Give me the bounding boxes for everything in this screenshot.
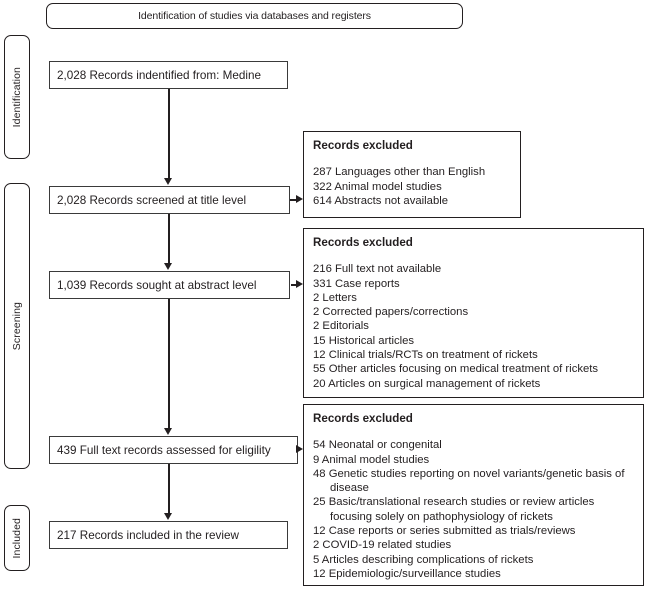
excluded-reason-item: 12 Epidemiologic/surveillance studies bbox=[313, 567, 501, 580]
excluded-reason-item: 331 Case reports bbox=[313, 277, 400, 290]
excluded-box-abstract-level-heading: Records excluded bbox=[313, 236, 413, 249]
stage-label-screening: Screening bbox=[4, 183, 30, 469]
excluded-reason-item: 216 Full text not available bbox=[313, 263, 442, 276]
excluded-reason-item: 15 Historical articles bbox=[313, 334, 415, 347]
flow-box-records-included: 217 Records included in the review bbox=[49, 521, 288, 549]
arrow-down-icon-to-sought bbox=[164, 263, 172, 270]
excluded-reason-item: 614 Abstracts not available bbox=[313, 194, 449, 207]
stage-label-identification: Identification bbox=[4, 35, 30, 159]
excluded-box-abstract-level: Records excluded 216 Full text not avail… bbox=[303, 228, 644, 398]
arrow-down-icon-to-screened bbox=[164, 178, 172, 185]
flow-box-records-sought-text: 1,039 Records sought at abstract level bbox=[57, 278, 257, 292]
excluded-reason-item: 287 Languages other than English bbox=[313, 166, 486, 179]
connector-line-screened-to-excluded-1 bbox=[290, 199, 297, 201]
arrow-right-icon-to-excluded-1 bbox=[296, 195, 303, 203]
connector-line-sought-to-excluded-2 bbox=[291, 284, 297, 286]
excluded-reason-item: 55 Other articles focusing on medical tr… bbox=[313, 363, 599, 376]
stage-label-screening-text: Screening bbox=[11, 301, 23, 351]
diagram-header-title: Identification of studies via databases … bbox=[138, 10, 371, 22]
stage-label-identification-text: Identification bbox=[11, 66, 23, 128]
arrow-down-icon-to-included bbox=[164, 513, 172, 520]
excluded-reason-item: 54 Neonatal or congenital bbox=[313, 439, 442, 452]
excluded-box-fulltext-level-heading: Records excluded bbox=[313, 412, 413, 425]
stage-label-included-text: Included bbox=[11, 517, 23, 559]
excluded-reason-item: 5 Articles describing complications of r… bbox=[313, 553, 534, 566]
excluded-reason-item: 25 Basic/translational research studies … bbox=[313, 496, 595, 523]
excluded-box-title-level: Records excluded 287 Languages other tha… bbox=[303, 131, 521, 218]
flow-box-fulltext-assessed-text: 439 Full text records assessed for eligi… bbox=[57, 443, 271, 457]
connector-line-identified-to-screened bbox=[168, 89, 170, 179]
flow-box-fulltext-assessed: 439 Full text records assessed for eligi… bbox=[49, 436, 298, 464]
excluded-reason-item: 2 Corrected papers/corrections bbox=[313, 306, 469, 319]
arrow-right-icon-to-excluded-3 bbox=[296, 445, 303, 453]
stage-label-included: Included bbox=[4, 505, 30, 571]
flow-box-records-included-text: 217 Records included in the review bbox=[57, 528, 239, 542]
excluded-reason-item: 322 Animal model studies bbox=[313, 180, 442, 193]
flow-box-records-identified: 2,028 Records indentified from: Medine bbox=[49, 61, 288, 89]
arrow-down-icon-to-assessed bbox=[164, 428, 172, 435]
excluded-reason-item: 12 Clinical trials/RCTs on treatment of … bbox=[313, 349, 538, 362]
excluded-reason-item: 9 Animal model studies bbox=[313, 453, 430, 466]
connector-line-sought-to-assessed bbox=[168, 299, 170, 429]
flow-box-records-screened: 2,028 Records screened at title level bbox=[49, 186, 290, 214]
excluded-reason-item: 2 Letters bbox=[313, 291, 357, 304]
flow-box-records-identified-text: 2,028 Records indentified from: Medine bbox=[57, 68, 261, 82]
arrow-right-icon-to-excluded-2 bbox=[296, 280, 303, 288]
excluded-box-title-level-heading: Records excluded bbox=[313, 139, 413, 152]
excluded-reason-item: 2 Editorials bbox=[313, 320, 369, 333]
connector-line-screened-to-sought bbox=[168, 214, 170, 264]
excluded-reason-item: 20 Articles on surgical management of ri… bbox=[313, 377, 541, 390]
excluded-reason-item: 2 COVID-19 related studies bbox=[313, 539, 452, 552]
flow-box-records-screened-text: 2,028 Records screened at title level bbox=[57, 193, 247, 207]
excluded-box-fulltext-level: Records excluded 54 Neonatal or congenit… bbox=[303, 404, 644, 586]
excluded-reason-item: 12 Case reports or series submitted as t… bbox=[313, 525, 576, 538]
diagram-header-banner: Identification of studies via databases … bbox=[46, 3, 463, 29]
flow-box-records-sought: 1,039 Records sought at abstract level bbox=[49, 271, 290, 299]
connector-line-assessed-to-included bbox=[168, 464, 170, 514]
excluded-reason-item: 48 Genetic studies reporting on novel va… bbox=[313, 467, 625, 495]
